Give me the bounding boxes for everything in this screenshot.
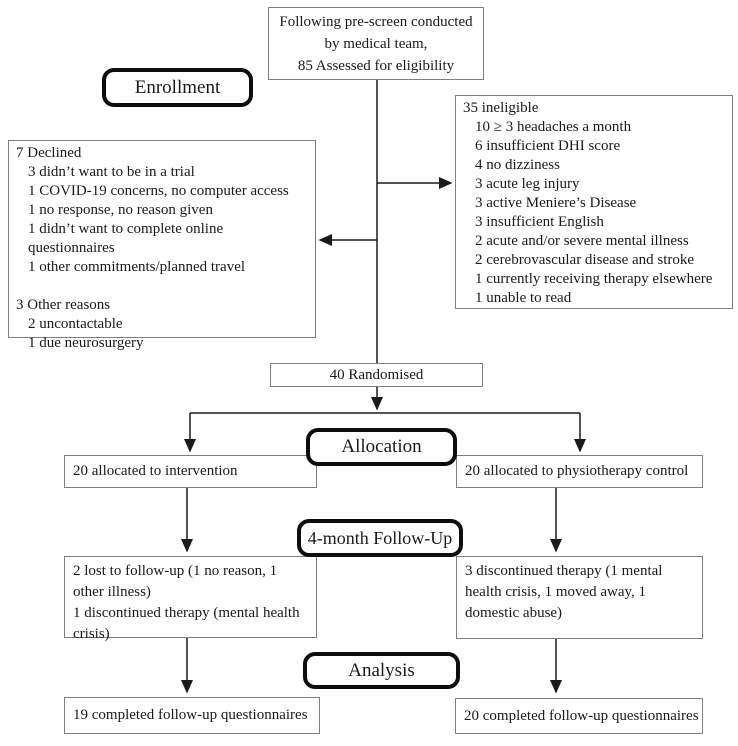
allocation-control-box: 20 allocated to physiotherapy control — [456, 455, 703, 488]
allocation-intervention-box: 20 allocated to intervention — [64, 455, 317, 488]
ineligible-header: 35 ineligible — [463, 100, 539, 116]
ineligible-item: 3 insufficient English — [475, 214, 604, 230]
other-reasons-item: 2 uncontactable — [28, 316, 123, 332]
declined-item: 1 COVID-19 concerns, no computer access — [28, 183, 289, 199]
declined-item: 1 no response, no reason given — [28, 202, 213, 218]
analysis-stage-label: Analysis — [303, 652, 460, 689]
other-reasons-header: 3 Other reasons — [16, 297, 111, 313]
declined-header: 7 Declined — [16, 145, 82, 161]
other-reasons-item: 1 due neurosurgery — [28, 335, 144, 351]
ineligible-item: 2 cerebrovascular disease and stroke — [475, 252, 695, 268]
ineligible-item: 3 active Meniere’s Disease — [475, 195, 637, 211]
enrollment-stage-label: Enrollment — [102, 68, 253, 107]
allocation-stage-label: Allocation — [306, 428, 457, 466]
followup-intervention-box: 2 lost to follow-up (1 no reason, 1 othe… — [64, 556, 317, 642]
randomised-box: 40 Randomised — [270, 363, 483, 387]
ineligible-box: 35 ineligible 10 ≥ 3 headaches a month 6… — [455, 95, 733, 309]
ineligible-item: 2 acute and/or severe mental illness — [475, 233, 689, 249]
eligibility-line: 85 Assessed for eligibility — [297, 58, 455, 74]
followup-line: 2 lost to follow-up (1 no reason, 1 othe… — [73, 563, 278, 600]
followup-line: 3 discontinued therapy (1 mental health … — [465, 563, 663, 621]
followup-line: 1 discontinued therapy (mental health cr… — [73, 605, 300, 642]
ineligible-item: 6 insufficient DHI score — [475, 138, 621, 154]
ineligible-item: 1 unable to read — [475, 290, 572, 306]
ineligible-item: 1 currently receiving therapy elsewhere — [475, 271, 713, 287]
analysis-intervention-box: 19 completed follow-up questionnaires — [64, 697, 320, 734]
ineligible-item: 3 acute leg injury — [475, 176, 580, 192]
eligibility-line: by medical team, — [324, 36, 428, 52]
declined-box: 7 Declined 3 didn’t want to be in a tria… — [8, 140, 316, 351]
eligibility-line: Following pre-screen conducted — [279, 14, 473, 30]
eligibility-box: Following pre-screen conducted by medica… — [268, 7, 484, 80]
ineligible-item: 4 no dizziness — [475, 157, 560, 173]
declined-item: 1 didn’t want to complete online questio… — [28, 221, 224, 256]
analysis-control-box: 20 completed follow-up questionnaires — [455, 698, 703, 734]
declined-item: 3 didn’t want to be in a trial — [28, 164, 195, 180]
followup-stage-label: 4-month Follow-Up — [297, 519, 463, 557]
ineligible-item: 10 ≥ 3 headaches a month — [475, 119, 632, 135]
declined-item: 1 other commitments/planned travel — [28, 259, 246, 275]
followup-control-box: 3 discontinued therapy (1 mental health … — [456, 556, 703, 639]
